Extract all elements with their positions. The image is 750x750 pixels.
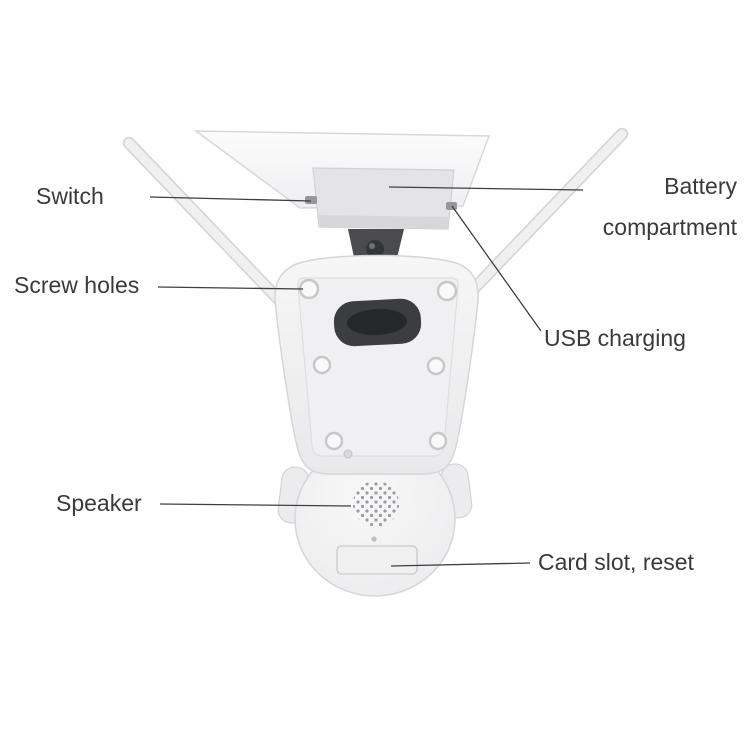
speaker-grille xyxy=(353,481,399,527)
leader-line-card-slot xyxy=(390,562,531,567)
leader-line-switch xyxy=(149,196,312,202)
antenna-right xyxy=(459,127,629,304)
switch-nub xyxy=(305,196,317,204)
screw-hole-mid-left xyxy=(312,355,332,375)
label-card-slot-reset: Card slot, reset xyxy=(538,549,694,575)
label-screw-holes: Screw holes xyxy=(14,272,140,298)
leader-line-battery xyxy=(388,186,584,191)
leader-line-screw-holes xyxy=(157,286,304,290)
lens-aperture xyxy=(333,298,422,347)
card-slot-cover xyxy=(336,545,418,575)
reset-screw-dot xyxy=(371,536,377,542)
screw-hole-bottom-left xyxy=(324,431,344,451)
screw-hole-top-right xyxy=(436,280,458,302)
leader-line-speaker xyxy=(159,503,352,507)
antenna-left xyxy=(122,136,310,332)
pinhole xyxy=(343,449,353,459)
screw-hole-bottom-right xyxy=(428,431,448,451)
label-speaker: Speaker xyxy=(56,490,142,516)
label-battery-compartment: Battery compartment xyxy=(603,166,737,248)
label-switch: Switch xyxy=(36,183,104,209)
mount-bracket xyxy=(348,229,404,262)
battery-compartment-edge xyxy=(319,215,449,229)
screw-hole-mid-right xyxy=(426,356,446,376)
label-battery-line1: Battery xyxy=(664,173,737,199)
leader-line-usb xyxy=(451,205,542,332)
usb-port xyxy=(446,202,457,210)
label-battery-line2: compartment xyxy=(602,214,737,240)
label-usb-charging: USB charging xyxy=(544,325,686,351)
